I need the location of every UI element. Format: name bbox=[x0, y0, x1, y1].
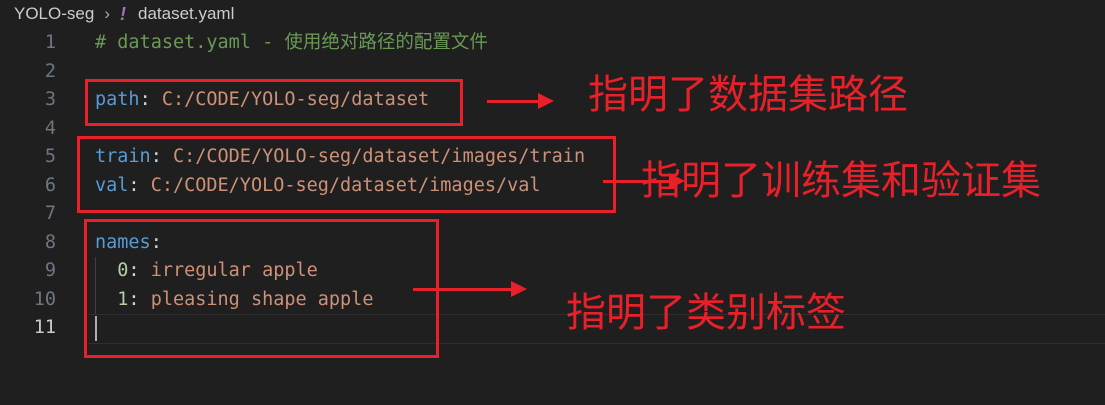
line-number: 8 bbox=[44, 231, 56, 253]
annotation-train-val-note: 指明了训练集和验证集 bbox=[641, 158, 1041, 204]
annotation-path-note: 指明了数据集路径 bbox=[588, 72, 908, 118]
current-line-highlight bbox=[88, 314, 1105, 344]
yaml-value: pleasing shape apple bbox=[150, 288, 374, 310]
arrow-icon bbox=[487, 93, 554, 109]
line-number: 10 bbox=[33, 288, 56, 310]
annotation-box-path bbox=[85, 79, 463, 126]
text-cursor bbox=[95, 316, 97, 341]
annotation-box-train-val bbox=[77, 136, 616, 213]
chevron-right-icon: › bbox=[104, 4, 110, 23]
comment: # dataset.yaml - 使用绝对路径的配置文件 bbox=[95, 32, 488, 53]
annotation-box-names bbox=[84, 219, 439, 358]
yaml-key: path bbox=[95, 89, 140, 110]
breadcrumb-file[interactable]: dataset.yaml bbox=[137, 4, 235, 23]
yaml-key: 0 bbox=[117, 260, 129, 281]
yaml-value: irregular apple bbox=[150, 260, 318, 281]
yaml-key: 1 bbox=[117, 288, 129, 310]
yaml-value: C:/CODE/YOLO-seg/dataset/images/val bbox=[150, 174, 541, 196]
line-number: 6 bbox=[44, 174, 56, 196]
colon: : bbox=[128, 288, 140, 310]
colon: : bbox=[128, 174, 140, 196]
yaml-key: val bbox=[95, 174, 129, 196]
line-number: 1 bbox=[44, 32, 56, 53]
yaml-value: C:/CODE/YOLO-seg/dataset/images/train bbox=[172, 146, 586, 167]
colon: : bbox=[150, 231, 162, 253]
annotation-names-note: 指明了类别标签 bbox=[566, 290, 846, 336]
line-number: 4 bbox=[44, 117, 56, 139]
arrow-icon bbox=[413, 281, 527, 297]
line-number: 9 bbox=[44, 260, 56, 281]
line-number: 11 bbox=[33, 317, 56, 338]
yaml-key: train bbox=[95, 146, 151, 167]
line-number: 3 bbox=[44, 89, 56, 110]
colon: : bbox=[128, 260, 140, 281]
line-number: 2 bbox=[44, 60, 56, 82]
breadcrumb: YOLO-seg › ! dataset.yaml bbox=[14, 2, 234, 26]
yaml-value: C:/CODE/YOLO-seg/dataset bbox=[161, 89, 430, 110]
line-number: 5 bbox=[44, 146, 56, 167]
indent-guide bbox=[95, 257, 96, 314]
yaml-file-icon: ! bbox=[119, 3, 126, 24]
yaml-key: names bbox=[95, 231, 151, 253]
colon: : bbox=[150, 146, 162, 167]
colon: : bbox=[139, 89, 151, 110]
line-number: 7 bbox=[44, 203, 56, 224]
breadcrumb-folder[interactable]: YOLO-seg bbox=[14, 4, 95, 23]
arrow-icon bbox=[603, 173, 685, 189]
